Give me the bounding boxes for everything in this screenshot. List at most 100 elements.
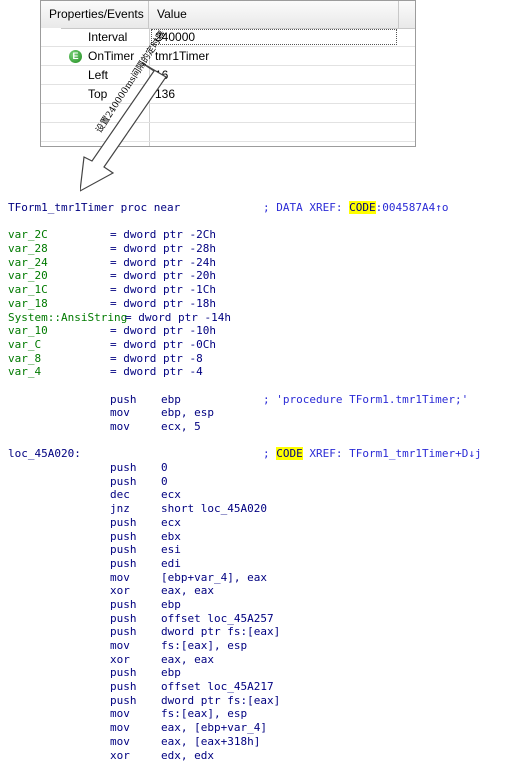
var-name[interactable]: var_18 [8,296,48,310]
property-row-empty [41,104,415,123]
operands: dword ptr fs:[eax] [161,693,281,707]
blank-line [8,434,518,448]
opcode: mov [110,406,130,420]
var-definition: = dword ptr -2Ch [110,228,216,242]
operands: fs:[eax], esp [161,707,248,721]
opcode: push [110,529,137,543]
instruction-line: push ecx [8,516,518,530]
operands: ebp [161,392,181,406]
blank-line [8,379,518,393]
inspector-header: Properties/Events Value [41,1,415,29]
var-line: var_1C= dword ptr -1Ch [8,283,518,297]
var-definition: = dword ptr -8 [110,351,203,365]
property-name: Top [88,87,108,101]
operands: offset loc_45A257 [161,611,274,625]
opcode: mov [110,420,130,433]
instruction-line: push ebp [8,666,518,680]
var-line: System::AnsiString= dword ptr -14h [8,311,518,325]
opcode: xor [110,652,130,666]
var-name[interactable]: System::AnsiString [8,310,128,324]
operands: ebx [161,529,181,543]
var-definition: = dword ptr -28h [110,242,216,256]
operands: eax, [ebp+var_4] [161,721,267,735]
opcode: mov [110,721,130,735]
operands: ebp [161,666,181,680]
code-highlight[interactable]: CODE [349,201,376,214]
property-value[interactable]: 136 [155,87,176,101]
instruction-line: push offset loc_45A257 [8,612,518,626]
comment: ; 'procedure TForm1.tmr1Timer;' [263,392,469,406]
operands: 0 [161,461,168,475]
opcode: push [110,597,137,611]
code-xref-comment: ; CODE XREF: TForm1_tmr1Timer+D↓j [263,447,482,461]
instruction-line: xor eax, eax [8,653,518,667]
operands: 0 [161,474,168,488]
var-line: var_18 = dword ptr -18h [8,297,518,311]
operands: fs:[eax], esp [161,639,248,652]
var-name[interactable]: var_20 [8,269,48,283]
opcode: push [110,611,137,625]
instruction-line: push offset loc_45A217 [8,680,518,694]
property-row-ontimer[interactable]: E OnTimer tmr1Timer [41,47,415,66]
var-name[interactable]: var_C [8,337,42,351]
operands: eax, eax [161,652,214,666]
opcode: push [110,693,137,707]
instruction-line: mov fs:[eax], esp [8,639,518,653]
proc-keyword: proc near [113,201,181,214]
opcode: push [110,666,137,680]
loc-label[interactable]: loc_45A020: [8,447,81,461]
property-name: Left [88,68,109,82]
opcode: mov [110,639,130,652]
var-definition: = dword ptr -18h [110,296,216,310]
var-definition: = dword ptr -24h [110,255,216,269]
property-row-interval[interactable]: Interval 240000 [41,28,415,47]
operands: offset loc_45A217 [161,680,274,694]
opcode: push [110,515,137,529]
selected-value-box [151,29,397,45]
opcode: push [110,474,137,488]
var-definition: = dword ptr -0Ch [110,337,216,351]
operands: dword ptr fs:[eax] [161,625,281,639]
code-highlight[interactable]: CODE [276,447,303,461]
var-line: var_8 = dword ptr -8 [8,352,518,366]
var-definition: = dword ptr -20h [110,269,216,283]
instruction-line: mov[ebp+var_4], eax [8,571,518,585]
header-properties-events[interactable]: Properties/Events [41,1,149,28]
var-name[interactable]: var_1C [8,283,48,297]
var-definition: = dword ptr -10h [110,324,216,338]
var-block: var_2C = dword ptr -2Ch var_28 = dword ptr … [8,228,518,379]
event-icon: E [69,50,82,63]
opcode: push [110,556,137,570]
var-name[interactable]: var_2C [8,228,48,242]
var-line: var_2C = dword ptr -2Ch [8,228,518,242]
loc-label-line: loc_45A020: ; CODE XREF: TForm1_tmr1Timer… [8,447,518,461]
operands: ecx [161,488,181,502]
var-name[interactable]: var_28 [8,242,48,256]
header-value[interactable]: Value [149,1,399,28]
var-name[interactable]: var_24 [8,255,48,269]
operands: ecx, 5 [161,420,201,433]
proc-name[interactable]: TForm1_tmr1Timer [8,201,114,214]
var-line: var_24 = dword ptr -24h [8,256,518,270]
instruction-line: mov eax, [ebp+var_4] [8,721,518,735]
property-value[interactable]: tmr1Timer [155,49,210,63]
var-line: var_10 = dword ptr -10h [8,324,518,338]
var-name[interactable]: var_8 [8,351,42,365]
var-name[interactable]: var_4 [8,365,42,379]
property-value[interactable]: 240000 [155,30,196,44]
opcode: mov [110,707,130,721]
operands: ecx [161,515,181,529]
var-line: var_C = dword ptr -0Ch [8,338,518,352]
operands: edx, edx [161,748,214,762]
opcode: push [110,680,137,694]
property-row-top[interactable]: Top 136 [41,85,415,104]
callout-arrow [80,63,167,192]
var-name[interactable]: var_10 [8,324,48,338]
